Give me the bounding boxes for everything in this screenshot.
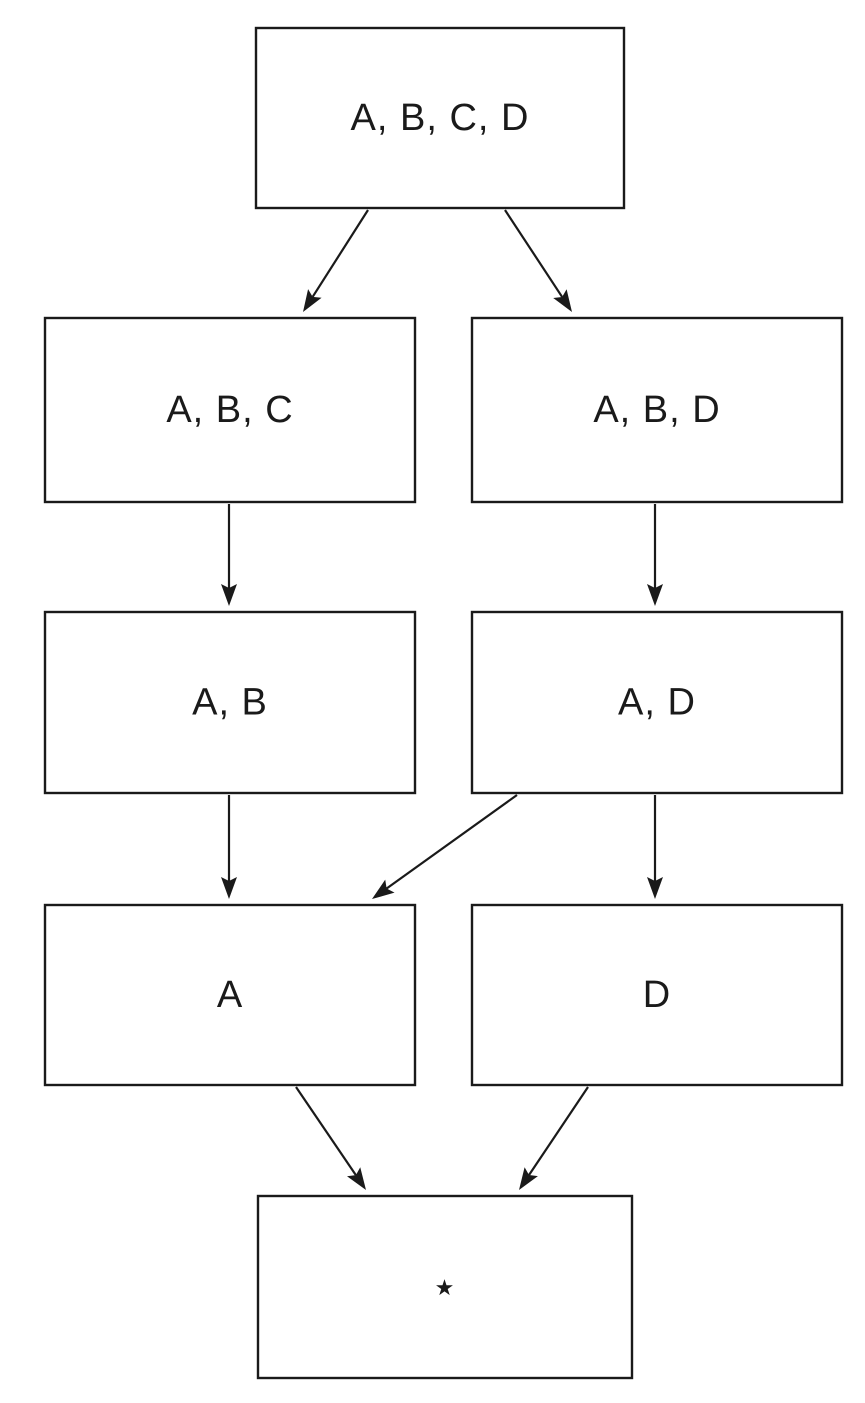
arrowhead-icon: [221, 584, 237, 606]
arrowhead-icon: [553, 289, 572, 312]
edge-a-to-star: [295, 1086, 366, 1190]
edge-abc-to-ab: [221, 504, 237, 606]
edge-line: [385, 794, 518, 890]
arrowhead-icon: [372, 879, 395, 899]
node-a[interactable]: A: [43, 903, 417, 1087]
node-label: A: [217, 974, 243, 1016]
arrowhead-icon: [519, 1167, 538, 1190]
node-box[interactable]: [254, 26, 626, 210]
node-label-star-icon: ★: [435, 1275, 456, 1300]
node-label: A, B: [192, 682, 268, 724]
node-box[interactable]: [470, 610, 844, 795]
edge-abd-to-ad: [647, 504, 663, 606]
node-d[interactable]: D: [470, 903, 844, 1087]
arrowhead-icon: [647, 877, 663, 899]
arrowhead-icon: [347, 1167, 366, 1190]
edge-line: [504, 209, 564, 298]
edge-ad-to-a: [372, 794, 518, 899]
node-label: A, D: [618, 682, 696, 724]
node-box[interactable]: [470, 903, 844, 1087]
node-box[interactable]: [43, 610, 417, 795]
node-label: A, B, D: [593, 389, 720, 431]
node-box[interactable]: [470, 316, 844, 504]
node-label: A, B, C, D: [351, 97, 530, 139]
edge-line: [295, 1086, 357, 1176]
node-ad[interactable]: A, D: [470, 610, 844, 795]
edge-ad-to-d: [647, 795, 663, 899]
node-abc[interactable]: A, B, C: [43, 316, 417, 504]
node-label: A, B, C: [166, 389, 293, 431]
edge-line: [311, 209, 369, 298]
edge-line: [528, 1086, 589, 1176]
node-abcd[interactable]: A, B, C, D: [254, 26, 626, 210]
node-ab[interactable]: A, B: [43, 610, 417, 795]
node-abd[interactable]: A, B, D: [470, 316, 844, 504]
node-star[interactable]: ★: [256, 1194, 634, 1380]
arrowhead-icon: [221, 877, 237, 899]
arrowhead-icon: [647, 584, 663, 606]
node-box[interactable]: [256, 1194, 634, 1380]
node-layer: A, B, C, D A, B, C A, B, D A, B A, D A D ★: [43, 26, 844, 1380]
edge-abcd-to-abc: [303, 209, 369, 312]
arrowhead-icon: [303, 289, 322, 312]
node-box[interactable]: [43, 903, 417, 1087]
edge-abcd-to-abd: [504, 209, 572, 312]
edge-ab-to-a: [221, 795, 237, 899]
edge-d-to-star: [519, 1086, 589, 1190]
node-label: D: [643, 974, 671, 1016]
node-box[interactable]: [43, 316, 417, 504]
edge-layer: [221, 209, 663, 1190]
